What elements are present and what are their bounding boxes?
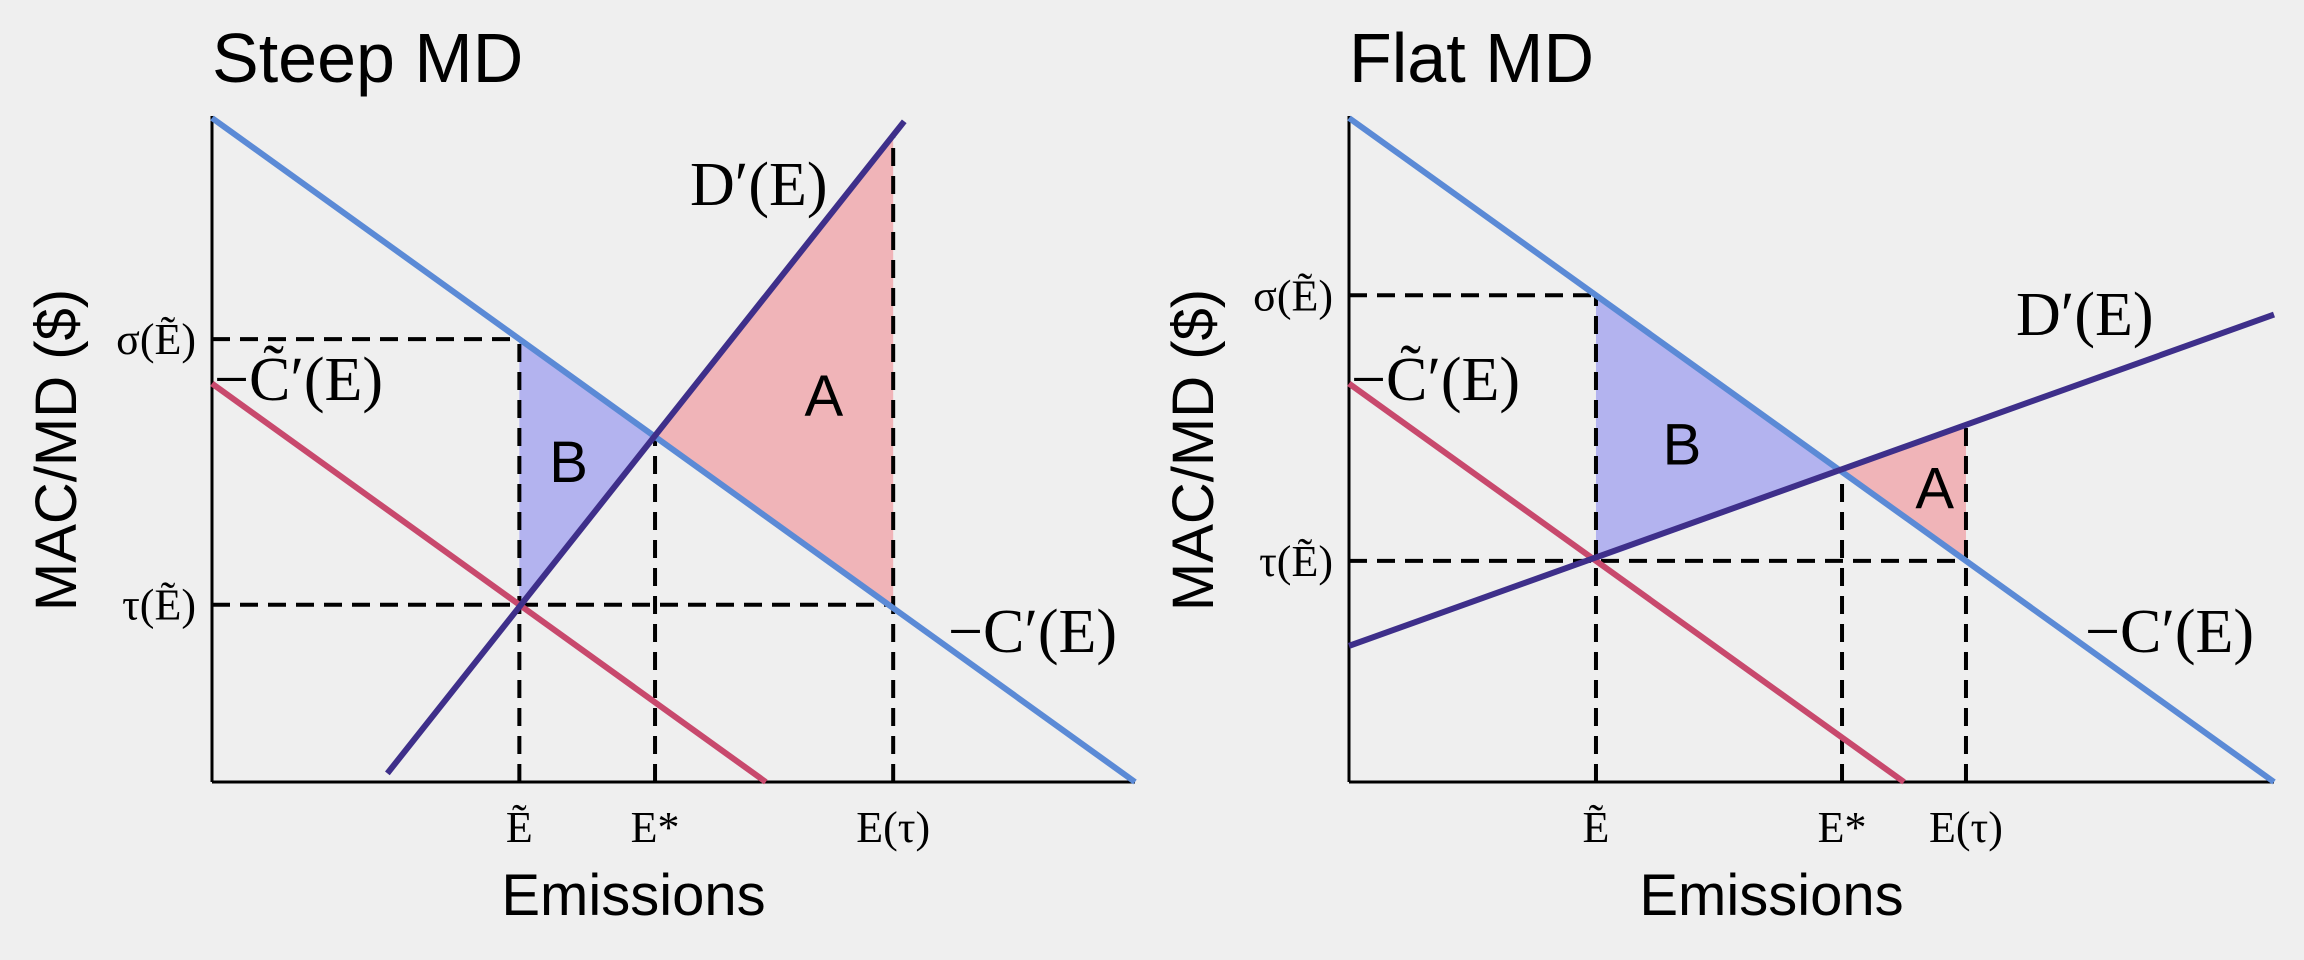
curve-label-md: D′(E) xyxy=(2016,281,2154,349)
y-tick-label: σ(Ẽ) xyxy=(1253,271,1333,320)
y-axis-title: MAC/MD ($) xyxy=(1161,289,1226,611)
region-a xyxy=(1842,427,1966,561)
curve-label-mac: −C′(E) xyxy=(948,598,1117,666)
chart-title: Flat MD xyxy=(1349,19,1594,97)
y-tick-label: σ(Ẽ) xyxy=(116,315,196,364)
y-axis-title: MAC/MD ($) xyxy=(24,289,89,611)
chart-title: Steep MD xyxy=(212,19,523,97)
region-a xyxy=(655,137,894,609)
region-label-b: B xyxy=(549,430,588,495)
x-tick-label: Ẽ xyxy=(506,803,533,852)
chart-panel-2: Flat MD Emissions MAC/MD ($) Ẽ E* E(τ) σ(Ẽ) τ… xyxy=(1161,19,2276,928)
curve-md xyxy=(1347,311,2276,649)
curve-md xyxy=(385,119,907,776)
y-tick-label: τ(Ẽ) xyxy=(122,581,196,630)
region-b xyxy=(519,339,656,605)
x-axis-title: Emissions xyxy=(1639,863,1903,928)
region-label-a: A xyxy=(804,364,843,429)
x-tick-label: E(τ) xyxy=(1929,803,2003,852)
region-b xyxy=(1595,295,1843,561)
region-label-b: B xyxy=(1663,413,1702,478)
curve-mac-tilde xyxy=(1347,381,1906,785)
x-tick-label: E* xyxy=(1818,803,1867,852)
curve-label-mac: −C′(E) xyxy=(2085,598,2254,666)
x-tick-label: E(τ) xyxy=(856,803,930,852)
curve-label-mac-tilde: −C̃′(E) xyxy=(214,345,383,414)
chart-panel-1: Steep MD Emissions MAC/MD ($) Ẽ E* E(τ) σ(Ẽ)… xyxy=(24,19,1137,928)
curve-mac xyxy=(210,115,1137,785)
x-tick-label: E* xyxy=(631,803,680,852)
curve-mac xyxy=(1347,115,2276,785)
x-tick-label: Ẽ xyxy=(1583,803,1610,852)
x-axis-title: Emissions xyxy=(501,863,765,928)
y-tick-label: τ(Ẽ) xyxy=(1259,537,1333,586)
curve-label-mac-tilde: −C̃′(E) xyxy=(1351,345,1520,414)
curve-mac-tilde xyxy=(210,381,768,785)
curve-label-md: D′(E) xyxy=(690,151,828,219)
region-label-a: A xyxy=(1915,457,1954,522)
